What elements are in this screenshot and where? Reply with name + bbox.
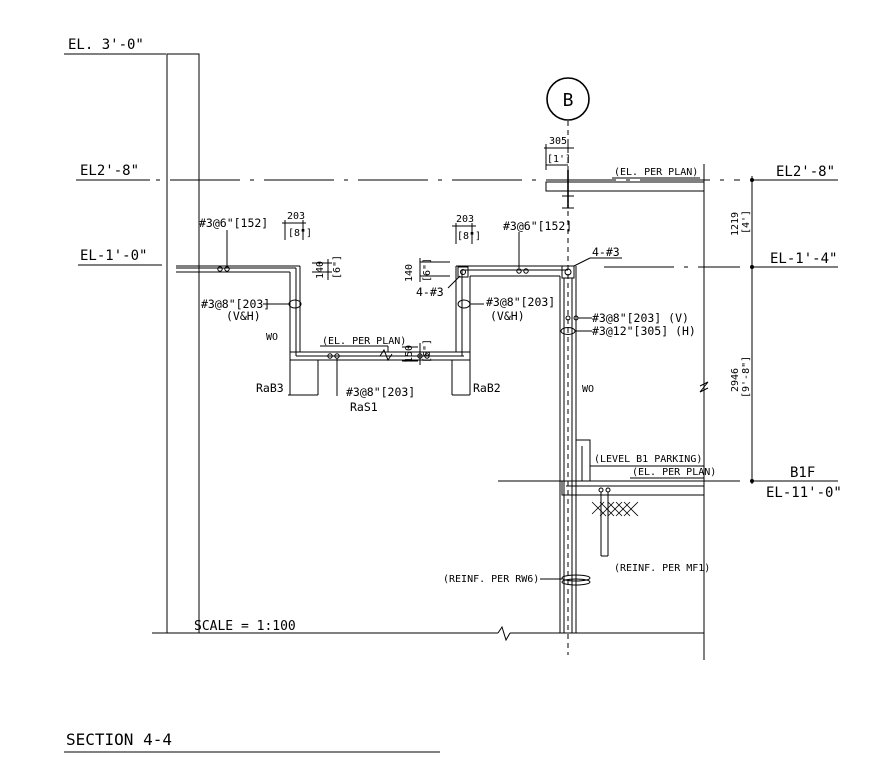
note-rebar-slab: #3@8"[203] [346, 385, 415, 399]
break-symbol [699, 381, 709, 393]
elevation-label-el-11-0: EL-11'-0" [766, 485, 842, 501]
note-rebar-v: #3@8"[203] (V) [592, 311, 689, 325]
elevation-label-el-1-4: EL-1'-4" [770, 251, 837, 267]
note-el-per-plan-b1: (EL. PER PLAN) [632, 467, 716, 478]
dimension-150: 150 [404, 345, 415, 363]
note-el-per-plan-top: (EL. PER PLAN) [614, 167, 698, 178]
elevation-label-el2-8-left: EL2'-8" [80, 163, 139, 179]
note-rab2: RaB2 [473, 381, 501, 395]
dimension-203-left: 203 [287, 211, 305, 222]
dimension-150-imperial: [6"] [422, 339, 433, 363]
note-rab3: RaB3 [256, 381, 284, 395]
note-level-b1: (LEVEL B1 PARKING) [594, 454, 702, 465]
elevation-label-el-1-0: EL-1'-0" [80, 248, 147, 264]
dimension-140-mid: 140 [404, 264, 415, 282]
note-rebar-left-top: #3@6"[152] [199, 216, 268, 230]
dimension-140-left: 140 [315, 261, 326, 279]
note-vh-mid: (V&H) [490, 309, 525, 323]
note-vh-left: (V&H) [226, 309, 261, 323]
elevation-label-b1f: B1F [790, 465, 815, 481]
note-rebar-mid-wall: #3@8"[203] [486, 295, 555, 309]
scale-label: SCALE = 1:100 [194, 619, 296, 634]
dimension-140-left-imperial: [6"] [332, 255, 343, 279]
note-rebar-h: #3@12"[305] (H) [592, 324, 696, 338]
grid-bubble [546, 77, 590, 121]
note-wo-right: WO [582, 384, 594, 395]
note-wo-left: WO [266, 332, 278, 343]
dimension-1219-imperial: [4'] [741, 210, 752, 234]
dimension-1219: 1219 [730, 212, 741, 236]
section-title: SECTION 4-4 [66, 730, 172, 749]
note-reinf-mf1: (REINF. PER MF1) [614, 563, 710, 574]
dimension-140-mid-imperial: [6"] [422, 258, 433, 282]
note-rebar-mid-top: #3@6"[152] [503, 219, 572, 233]
soil-hatch [591, 501, 639, 517]
note-4-3-mid: 4-#3 [416, 285, 444, 299]
elevation-label-el-3-0: EL. 3'-0" [68, 37, 144, 53]
dimension-305-imperial: [1'] [547, 154, 571, 165]
dimension-2946: 2946 [730, 368, 741, 392]
left-column [166, 53, 200, 633]
note-el-per-plan-mid: (EL. PER PLAN) [322, 336, 406, 347]
dimension-2946-imperial: [9'-8"] [741, 356, 752, 398]
note-reinf-rw6: (REINF. PER RW6) [443, 574, 539, 585]
dimension-203-left-imperial: [8"] [288, 228, 312, 239]
elevation-label-el2-8-right: EL2'-8" [776, 164, 835, 180]
dimension-305: 305 [549, 136, 567, 147]
grid-bubble-label: B [563, 90, 574, 111]
note-4-3-right: 4-#3 [592, 245, 620, 259]
note-rebar-left-wall: #3@8"[203] [201, 297, 270, 311]
top-slab [545, 181, 705, 192]
b1f-slab [561, 480, 705, 496]
note-ras1: RaS1 [350, 400, 378, 414]
dimension-203-mid: 203 [456, 214, 474, 225]
dimension-203-mid-imperial: [8"] [457, 231, 481, 242]
